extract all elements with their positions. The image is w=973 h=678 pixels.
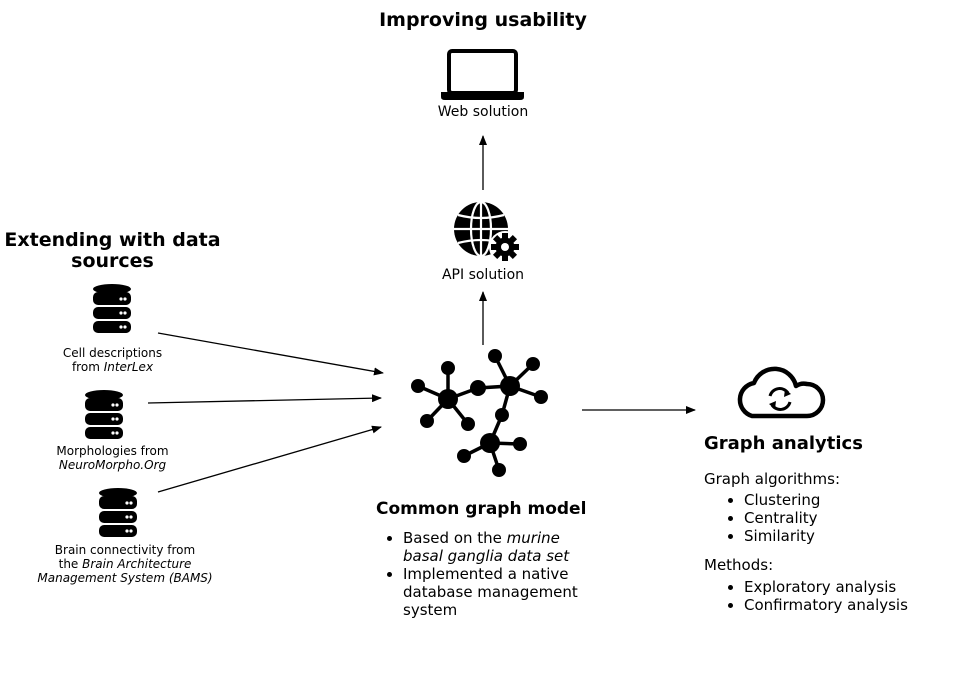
source-neuromorpho-name: NeuroMorpho.Org <box>58 458 167 472</box>
extending-title: Extending with data sources <box>0 230 225 272</box>
method-item: Exploratory analysis <box>744 578 952 596</box>
source-neuromorpho-line1: Morphologies from <box>56 444 169 458</box>
source-bams: Brain connectivity from the Brain Archit… <box>20 543 230 585</box>
methods-list: Exploratory analysis Confirmatory analys… <box>722 578 952 614</box>
globe-gear-icon <box>454 200 521 263</box>
algorithms-list: Clustering Centrality Similarity <box>722 491 922 545</box>
database-icon <box>93 284 131 333</box>
network-graph-icon <box>411 349 548 477</box>
arrow-neuromorpho-to-graph <box>147 394 382 404</box>
database-icon <box>99 488 137 537</box>
graph-model-title: Common graph model <box>376 499 587 519</box>
source-bams-line2: the Brain Architecture <box>20 557 230 571</box>
cloud-sync-icon <box>737 366 826 419</box>
api-solution-label: API solution <box>441 267 525 283</box>
algorithms-heading: Graph algorithms: <box>704 470 841 488</box>
source-bams-name: Brain Architecture <box>82 557 192 571</box>
source-interlex-name: InterLex <box>103 360 154 374</box>
arrow-interlex-to-graph <box>157 332 384 376</box>
analytics-title: Graph analytics <box>704 433 863 454</box>
algorithm-item: Centrality <box>744 509 922 527</box>
extending-title-line1: Extending with data <box>4 229 221 251</box>
laptop-icon <box>441 49 524 100</box>
database-icon <box>85 390 123 439</box>
source-interlex-prefix: from <box>71 360 104 374</box>
source-neuromorpho: Morphologies from NeuroMorpho.Org <box>30 444 195 472</box>
source-interlex-line2: from InterLex <box>30 360 195 374</box>
usability-title: Improving usability <box>379 9 587 31</box>
source-bams-prefix: the <box>58 557 83 571</box>
source-interlex: Cell descriptions from InterLex <box>30 346 195 374</box>
algorithm-item: Similarity <box>744 527 922 545</box>
source-interlex-line1: Cell descriptions <box>62 346 163 360</box>
web-solution-label: Web solution <box>437 104 529 120</box>
arrow-bams-to-graph <box>157 425 382 493</box>
algorithm-item: Clustering <box>744 491 922 509</box>
methods-heading: Methods: <box>704 556 774 574</box>
extending-title-line2: sources <box>71 250 154 272</box>
source-bams-line3: Management System (BAMS) <box>37 571 213 585</box>
source-bams-line1: Brain connectivity from <box>54 543 196 557</box>
method-item: Confirmatory analysis <box>744 596 952 614</box>
